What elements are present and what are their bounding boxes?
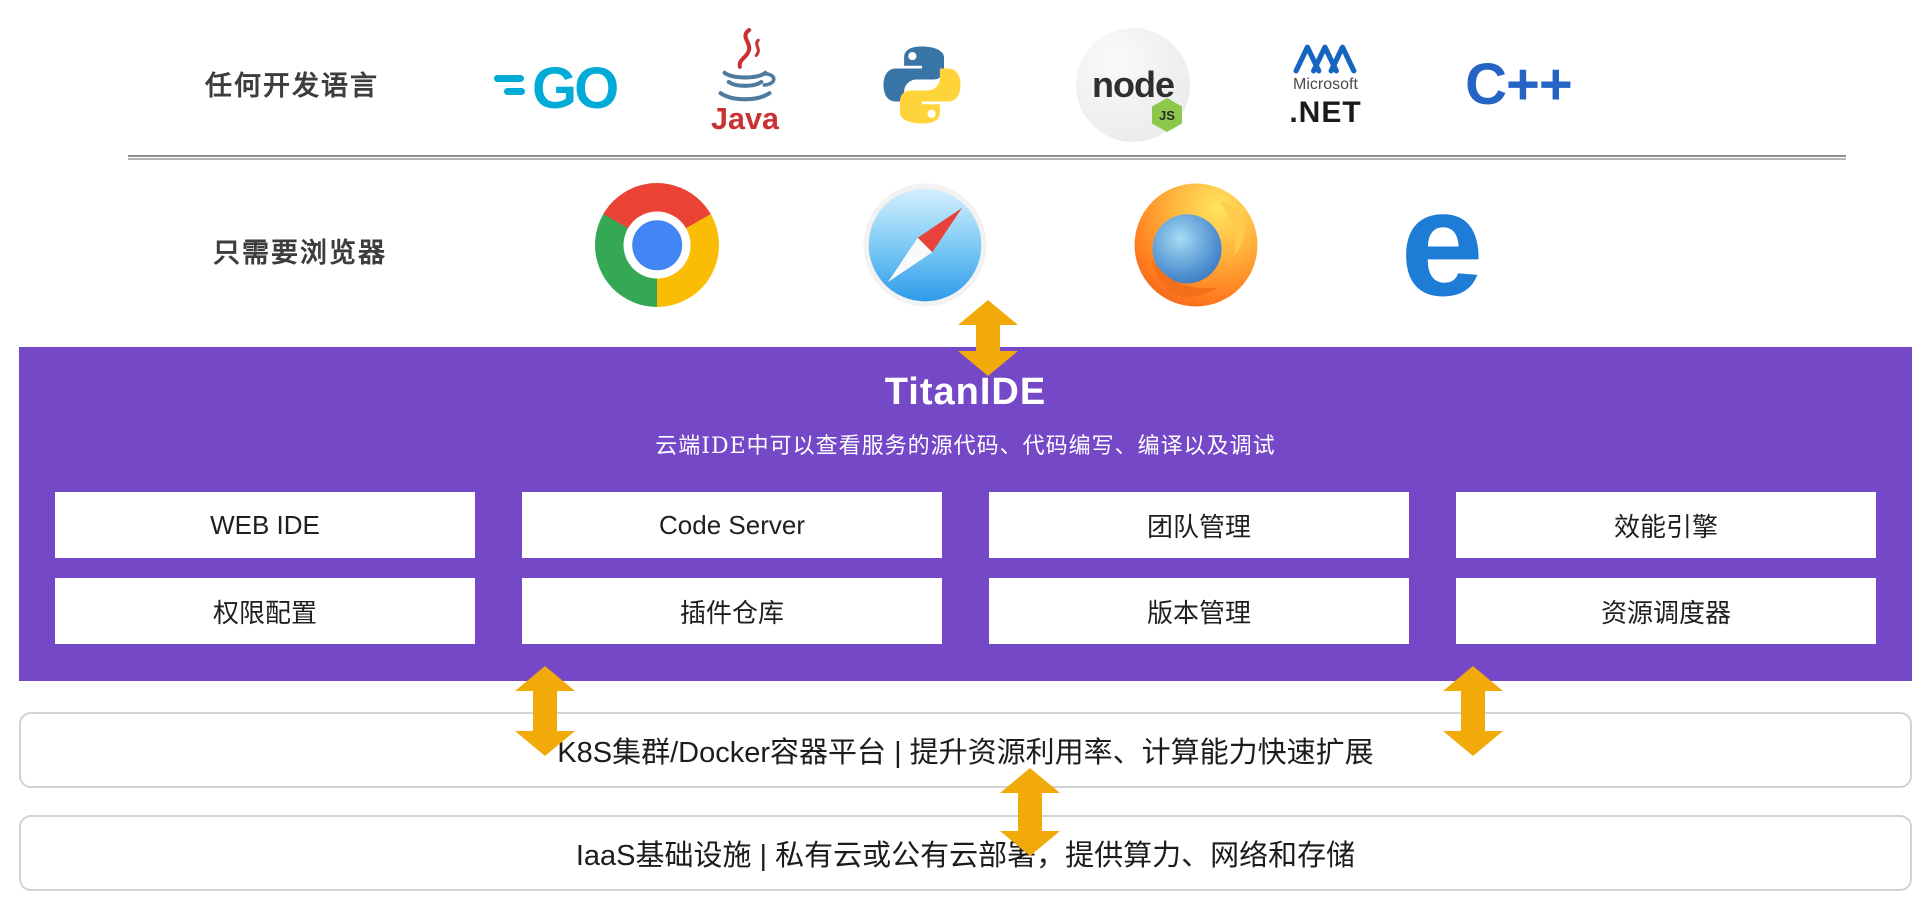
feature-permission-config: 权限配置	[55, 578, 475, 644]
node-wordmark: node	[1092, 64, 1175, 105]
safari-compass-icon	[863, 183, 987, 307]
arrow-ide-k8s-right-icon	[1443, 666, 1503, 756]
feature-plugin-repository: 插件仓库	[522, 578, 942, 644]
edge-letter-glyph: e	[1400, 159, 1484, 327]
feature-team-management: 团队管理	[989, 492, 1409, 558]
dotnet-wordmark: .NET	[1289, 95, 1362, 129]
k8s-layer: K8S集群/Docker容器平台 | 提升资源利用率、计算能力快速扩展	[19, 712, 1912, 788]
java-cup-icon: Java	[711, 28, 780, 136]
python-snakes-icon	[883, 46, 961, 124]
go-logo: GO	[494, 50, 644, 120]
go-wordmark: GO	[532, 56, 617, 120]
arrow-browser-ide-icon	[958, 300, 1018, 376]
edge-icon: e	[1384, 159, 1500, 327]
java-logo: Java	[704, 26, 786, 138]
chrome-icon	[595, 183, 719, 307]
chrome-blue-core-shape	[632, 220, 682, 270]
cpp-logo: C++	[1436, 51, 1601, 117]
microsoft-wordmark: Microsoft	[1293, 75, 1358, 93]
nodejs-logo: node JS	[1076, 28, 1190, 142]
arrow-k8s-iaas-icon	[1000, 768, 1060, 856]
arrow-ide-k8s-left-icon	[515, 666, 575, 756]
languages-row-label: 任何开发语言	[205, 71, 379, 101]
iaas-layer: IaaS基础设施 | 私有云或公有云部署，提供算力、网络和存储	[19, 815, 1912, 891]
browsers-row-label: 只需要浏览器	[213, 238, 387, 268]
feature-code-server: Code Server	[522, 492, 942, 558]
feature-efficiency-engine: 效能引擎	[1456, 492, 1876, 558]
feature-resource-scheduler: 资源调度器	[1456, 578, 1876, 644]
k8s-layer-text: K8S集群/Docker容器平台 | 提升资源利用率、计算能力快速扩展	[557, 737, 1374, 769]
titanide-title: TitanIDE	[884, 371, 1047, 413]
cpp-wordmark: C++	[1465, 51, 1573, 117]
safari-icon	[861, 181, 989, 309]
firefox-icon	[1132, 181, 1260, 309]
java-wordmark: Java	[711, 102, 780, 136]
iaas-layer-text: IaaS基础设施 | 私有云或公有云部署，提供算力、网络和存储	[575, 840, 1356, 872]
titanide-panel: TitanIDE 云端IDE中可以查看服务的源代码、代码编写、编译以及调试 WE…	[19, 347, 1912, 681]
go-gopher-wordmark-icon: GO	[494, 56, 620, 120]
feature-version-management: 版本管理	[989, 578, 1409, 644]
python-logo	[878, 41, 966, 129]
firefox-fox-globe-icon	[1134, 183, 1258, 307]
dotnet-wave-icon	[1293, 44, 1356, 73]
feature-grid: WEB IDE Code Server 团队管理 效能引擎 权限配置 插件仓库 …	[19, 492, 1912, 644]
section-divider-line	[128, 155, 1846, 160]
titanide-subtitle: 云端IDE中可以查看服务的源代码、代码编写、编译以及调试	[655, 434, 1276, 459]
dotnet-logo: Microsoft .NET	[1268, 38, 1383, 134]
feature-web-ide: WEB IDE	[55, 492, 475, 558]
